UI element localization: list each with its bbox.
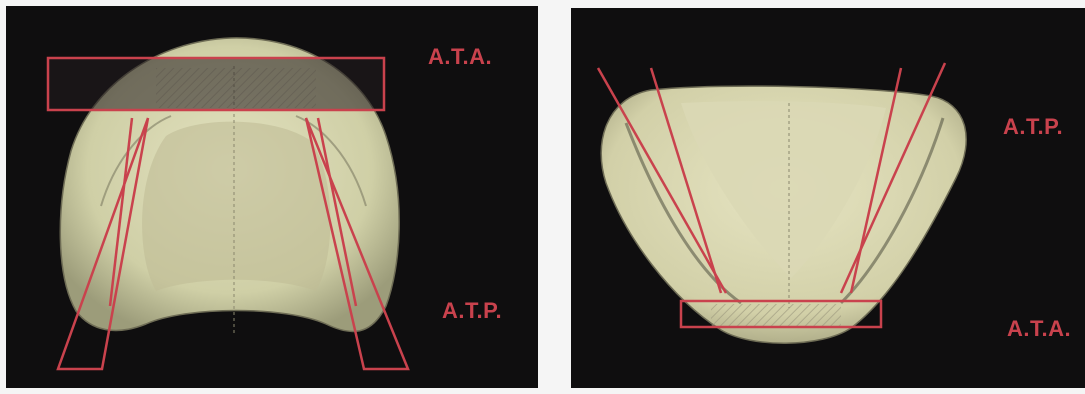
palate-shadow xyxy=(142,122,330,291)
label-ata-right: A.T.A. xyxy=(1007,316,1071,342)
label-ata-left: A.T.A. xyxy=(428,44,492,70)
ata-rectangle xyxy=(48,58,384,110)
label-atp-right: A.T.P. xyxy=(1003,114,1063,140)
mandibular-cast-panel: A.T.P. A.T.A. xyxy=(571,8,1085,388)
maxillary-cast-panel: A.T.A. A.T.P. xyxy=(6,6,538,388)
label-atp-left: A.T.P. xyxy=(442,298,502,324)
ata-hatched-area xyxy=(711,304,841,326)
